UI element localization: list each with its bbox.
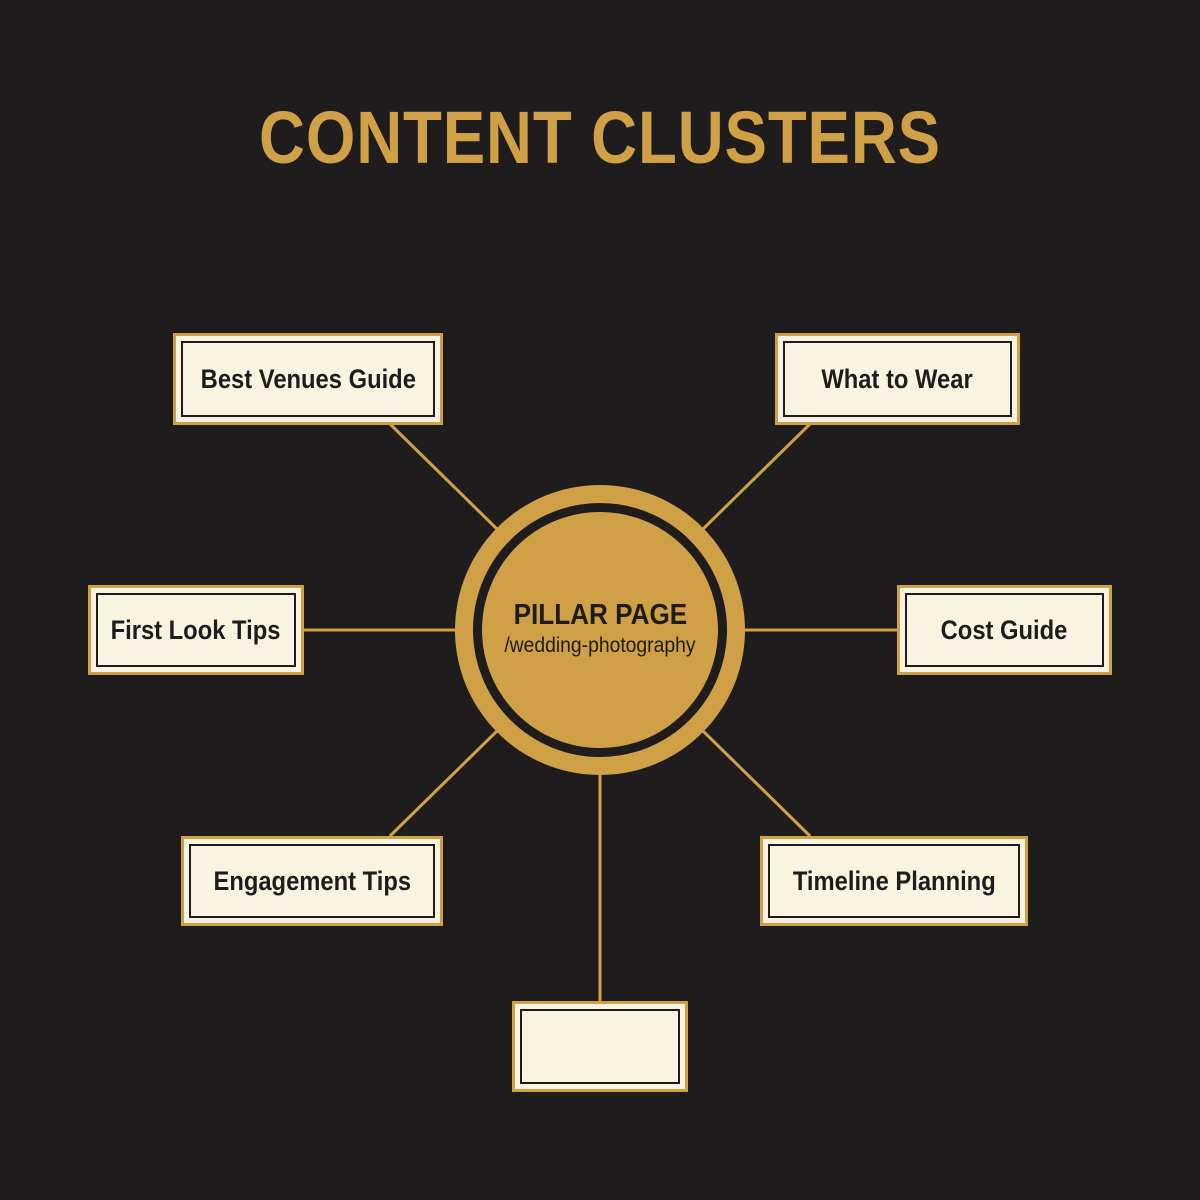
- cluster-label: What to Wear: [821, 363, 974, 394]
- cluster-empty[interactable]: [512, 1001, 688, 1092]
- cluster-engagement-tips[interactable]: Engagement Tips: [181, 836, 443, 926]
- pillar-page-node[interactable]: PILLAR PAGE /wedding-photography: [473, 503, 727, 757]
- cluster-label: First Look Tips: [111, 614, 281, 645]
- connector-engagement: [388, 728, 500, 838]
- cluster-label: Engagement Tips: [213, 865, 411, 896]
- connector-best-venues: [388, 422, 500, 532]
- cluster-first-look-tips[interactable]: First Look Tips: [88, 585, 304, 675]
- cluster-best-venues-guide[interactable]: Best Venues Guide: [173, 333, 443, 425]
- connector-what-to-wear: [700, 422, 812, 532]
- cluster-label: Cost Guide: [941, 614, 1068, 645]
- cluster-label: Timeline Planning: [792, 865, 996, 896]
- cluster-timeline-planning[interactable]: Timeline Planning: [760, 836, 1028, 926]
- cluster-what-to-wear[interactable]: What to Wear: [775, 333, 1020, 425]
- cluster-label: Best Venues Guide: [200, 363, 416, 394]
- pillar-page-path: /wedding-photography: [504, 633, 696, 657]
- cluster-cost-guide[interactable]: Cost Guide: [897, 585, 1112, 675]
- connector-timeline: [700, 728, 812, 838]
- pillar-page-title: PILLAR PAGE: [513, 598, 687, 631]
- diagram-title: CONTENT CLUSTERS: [259, 96, 941, 179]
